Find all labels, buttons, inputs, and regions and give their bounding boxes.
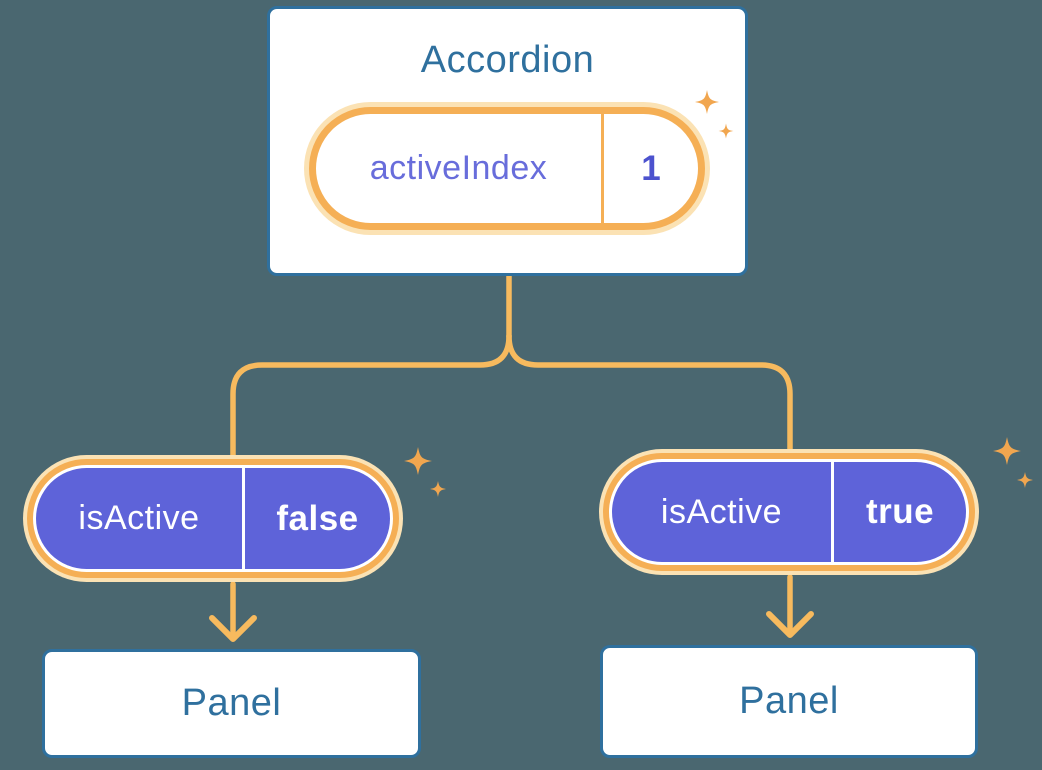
prop-pill-left: isActive false xyxy=(23,455,403,582)
state-label: activeIndex xyxy=(369,149,548,187)
connector-branch-left xyxy=(230,333,512,461)
connector-branch-right xyxy=(506,333,793,455)
prop-label-left: isActive xyxy=(78,499,200,537)
prop-pill-right-ring: isActive true xyxy=(603,453,975,571)
prop-pill-right: isActive true xyxy=(599,449,979,575)
state-value: 1 xyxy=(641,148,661,188)
prop-label-right: isActive xyxy=(660,492,783,531)
prop-pill-left-ring: isActive false xyxy=(27,459,399,578)
state-pill-divider xyxy=(601,114,604,223)
state-pill-ring: activeIndex 1 xyxy=(309,107,705,230)
accordion-card: Accordion activeIndex 1 xyxy=(267,6,748,276)
sparkle-icon xyxy=(1017,472,1033,488)
prop-value-right: true xyxy=(865,492,935,531)
arrow-left-head xyxy=(209,615,257,642)
panel-title-right: Panel xyxy=(739,680,839,722)
prop-pill-right-divider xyxy=(831,462,834,562)
accordion-title: Accordion xyxy=(420,39,595,81)
panel-card-right: Panel xyxy=(600,645,978,758)
prop-pill-left-body: isActive false xyxy=(36,468,390,569)
arrow-right-head xyxy=(766,611,814,638)
state-pill-activeindex: activeIndex 1 xyxy=(304,102,710,235)
panel-card-left: Panel xyxy=(42,649,421,758)
sparkle-icon xyxy=(993,437,1021,465)
prop-value-left: false xyxy=(276,498,359,538)
prop-pill-right-body: isActive true xyxy=(612,462,966,562)
panel-title-left: Panel xyxy=(181,682,282,724)
prop-pill-left-divider xyxy=(242,468,245,569)
sparkle-icon xyxy=(430,481,446,497)
sparkle-icon xyxy=(404,447,432,475)
